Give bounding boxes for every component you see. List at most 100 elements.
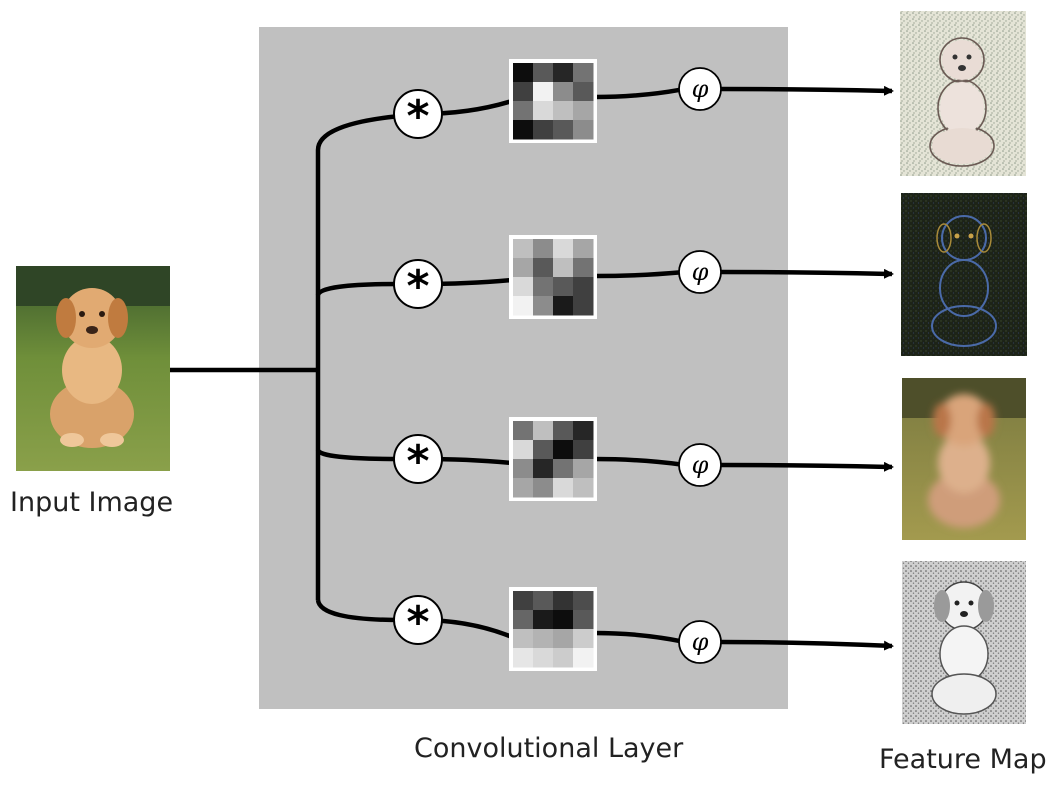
feature-map-2: [901, 193, 1027, 356]
bus-branch-line: [315, 281, 401, 297]
kernel-cell: [533, 101, 554, 121]
kernel-cell: [513, 120, 534, 140]
kernel-cell: [513, 648, 534, 668]
output-arrow: [719, 461, 894, 472]
kernel-cell: [513, 101, 534, 121]
kernel-cell: [533, 239, 554, 259]
activation-node: [678, 443, 722, 487]
convolution-symbol: *: [406, 261, 429, 312]
kernel-cell: [533, 629, 554, 649]
kernel-cell: [553, 120, 574, 140]
kernel-cell: [573, 120, 594, 140]
convolution-node: [393, 595, 443, 645]
kernel-cell: [533, 459, 554, 479]
activation-node: [678, 250, 722, 294]
feature-map-4: [902, 561, 1026, 724]
kernel-cell: [513, 63, 534, 83]
kernel-cell: [533, 258, 554, 278]
filter-branch-3: *φ: [315, 417, 894, 501]
kernel-cell: [573, 629, 594, 649]
kernel-cell: [573, 296, 594, 316]
output-arrow: [719, 85, 894, 96]
kernel-cell: [573, 82, 594, 102]
kernel-cell: [533, 63, 554, 83]
kernel-cell: [533, 478, 554, 498]
kernel-cell: [553, 101, 574, 121]
activation-node: [678, 67, 722, 111]
kernel-cell: [553, 239, 574, 259]
kernel-4: [509, 587, 597, 671]
kernel-cell: [573, 440, 594, 460]
kernel-cell: [553, 63, 574, 83]
kernel-1: [509, 59, 597, 143]
kernel-cell: [553, 459, 574, 479]
kernel-cell: [573, 459, 594, 479]
kernel-cell: [553, 629, 574, 649]
kernel-cell: [553, 82, 574, 102]
input-image: [16, 266, 170, 471]
activation-symbol: φ: [692, 628, 709, 656]
convolution-node: [393, 434, 443, 484]
output-arrow: [719, 639, 894, 651]
kernel-to-activation-line: [593, 87, 681, 100]
kernel-cell: [553, 440, 574, 460]
kernel-cell: [513, 277, 534, 297]
kernel-3: [509, 417, 597, 501]
kernel-cell: [513, 82, 534, 102]
kernel-cell: [553, 421, 574, 441]
kernel-cell: [513, 440, 534, 460]
kernel-cell: [533, 120, 554, 140]
filter-branch-1: *φ: [393, 59, 894, 143]
activation-node: [678, 620, 722, 664]
kernel-cell: [553, 258, 574, 278]
convolution-symbol: *: [406, 91, 429, 142]
kernel-cell: [513, 610, 534, 630]
convolution-node: [393, 89, 443, 139]
kernel-cell: [553, 277, 574, 297]
convolution-node: [393, 259, 443, 309]
activation-symbol: φ: [692, 75, 709, 103]
kernel-cell: [553, 648, 574, 668]
kernel-cell: [513, 478, 534, 498]
kernel-cell: [533, 610, 554, 630]
kernel-cell: [573, 101, 594, 121]
convolutional-layer-label: Convolutional Layer: [414, 733, 684, 764]
kernel-cell: [573, 421, 594, 441]
kernel-cell: [533, 277, 554, 297]
kernel-cell: [513, 239, 534, 259]
kernel-cell: [573, 63, 594, 83]
kernel-cell: [573, 648, 594, 668]
kernel-cell: [513, 629, 534, 649]
kernel-cell: [553, 610, 574, 630]
kernel-cell: [513, 258, 534, 278]
kernel-cell: [533, 648, 554, 668]
kernel-cell: [553, 296, 574, 316]
convolution-symbol: *: [406, 597, 429, 648]
branch-bus: [315, 113, 401, 600]
kernel-2: [509, 235, 597, 319]
filter-branch-4: *φ: [315, 587, 894, 671]
kernel-cell: [573, 478, 594, 498]
kernel-cell: [553, 591, 574, 611]
activation-symbol: φ: [692, 258, 709, 286]
kernel-cell: [553, 478, 574, 498]
kernel-cell: [513, 591, 534, 611]
kernel-cell: [573, 277, 594, 297]
kernel-cell: [533, 591, 554, 611]
filter-branch-2: *φ: [315, 235, 894, 319]
bus-branch-line: [315, 448, 401, 462]
kernel-cell: [573, 591, 594, 611]
kernel-cell: [573, 258, 594, 278]
kernel-to-activation-line: [593, 456, 681, 467]
bus-branch-line: [315, 599, 401, 623]
kernel-cell: [513, 296, 534, 316]
kernel-to-activation-line: [593, 270, 681, 279]
kernel-cell: [573, 239, 594, 259]
feature-map-1: [900, 11, 1026, 176]
kernel-cell: [513, 421, 534, 441]
kernel-to-activation-line: [593, 630, 681, 644]
kernel-cell: [513, 459, 534, 479]
feature-map-label: Feature Map: [879, 744, 1047, 775]
kernel-cell: [533, 296, 554, 316]
